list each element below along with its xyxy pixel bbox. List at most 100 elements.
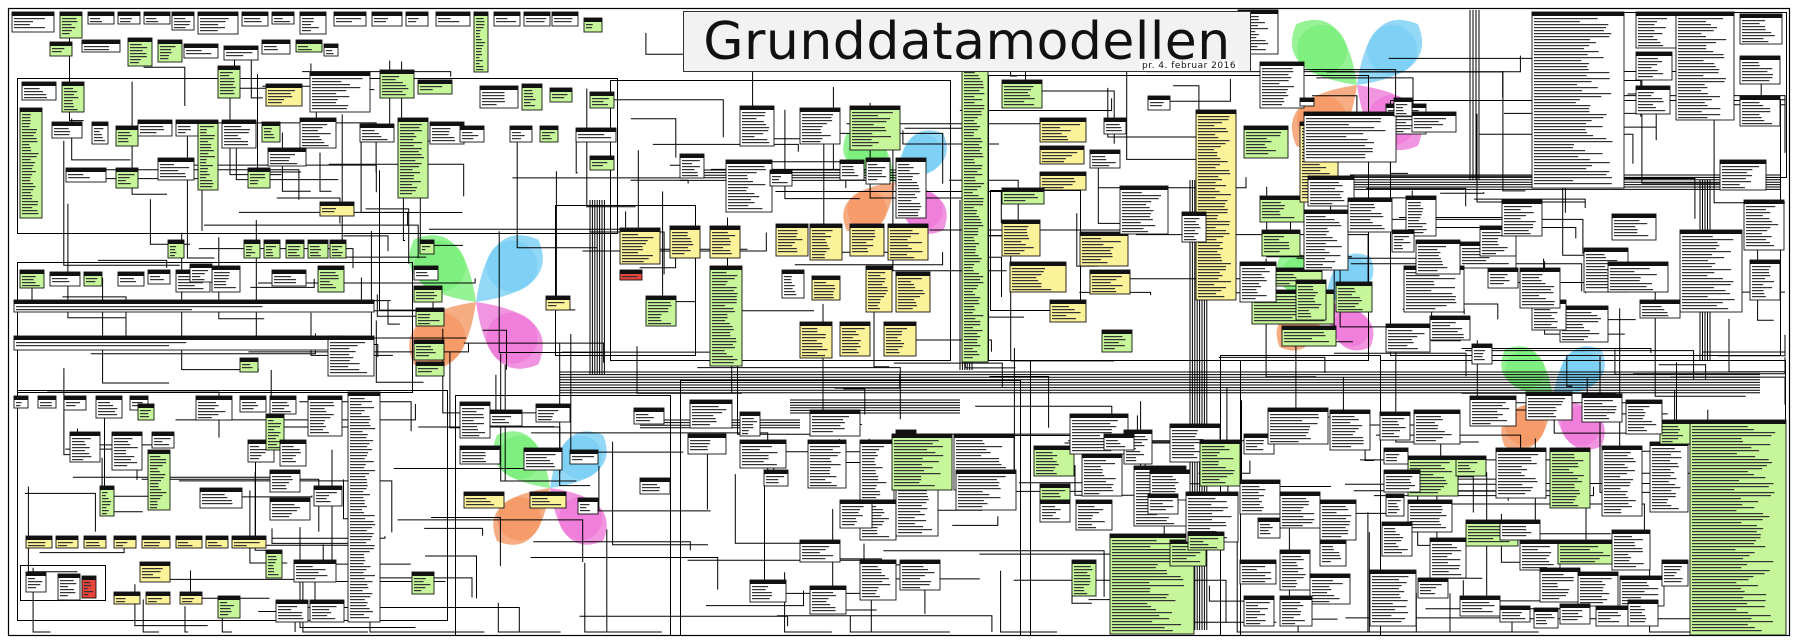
connector-line: [989, 376, 1050, 428]
connector-line: [1107, 87, 1224, 138]
entity-box: [269, 497, 311, 521]
connector-line: [343, 235, 389, 252]
entity-box: [1379, 411, 1411, 441]
entity-box: [1411, 111, 1457, 133]
entity-box: [1383, 447, 1409, 465]
entity-box: [1525, 391, 1573, 421]
entity-box: [619, 227, 661, 265]
entity-box: [419, 239, 435, 255]
entity-box: [1519, 267, 1561, 309]
connector-line: [143, 66, 186, 106]
entity-box: [1239, 261, 1277, 303]
entity-box: [137, 403, 155, 421]
entity-box: [1147, 95, 1171, 111]
connector-line: [884, 339, 992, 352]
entity-box: [1689, 419, 1787, 636]
entity-box: [269, 395, 297, 415]
connector-line: [1000, 570, 1057, 633]
connector-line: [1208, 585, 1259, 602]
entity-box: [1281, 325, 1337, 347]
connector-line: [598, 465, 711, 512]
entity-box: [195, 395, 233, 421]
entity-box: [25, 571, 47, 593]
entity-box: [1499, 519, 1541, 541]
connector-line: [375, 320, 424, 383]
entity-box: [19, 107, 43, 219]
entity-box: [1459, 595, 1501, 617]
connector-line: [777, 615, 993, 632]
entity-box: [139, 561, 171, 583]
entity-box: [223, 45, 259, 61]
connector-line: [319, 152, 332, 192]
entity-box: [313, 485, 343, 507]
entity-box: [1335, 281, 1373, 313]
entity-box: [669, 225, 701, 259]
connector-line: [630, 118, 677, 158]
entity-box: [1039, 171, 1087, 191]
entity-box: [1675, 11, 1735, 121]
connector-line: [843, 388, 866, 415]
entity-box: [1001, 219, 1041, 257]
entity-box: [151, 431, 175, 449]
entity-box: [545, 295, 571, 311]
entity-box: [809, 409, 861, 437]
connector-line: [952, 516, 999, 526]
entity-box: [413, 265, 439, 281]
connector-line: [184, 606, 189, 633]
entity-box: [231, 535, 267, 549]
entity-box: [127, 37, 153, 67]
connector-line: [141, 478, 320, 532]
entity-box: [1309, 573, 1351, 605]
connector-line: [1465, 350, 1695, 381]
connector-line: [1461, 348, 1652, 353]
connector-line: [69, 35, 84, 122]
entity-box: [57, 573, 81, 601]
entity-box: [1635, 85, 1671, 115]
entity-box: [265, 83, 303, 107]
connector-line: [530, 557, 719, 590]
entity-box: [21, 81, 57, 101]
connector-line: [706, 590, 804, 607]
entity-box: [895, 157, 927, 219]
entity-box: [1661, 559, 1689, 587]
entity-box: [1739, 13, 1783, 45]
connector-line: [606, 529, 662, 633]
connector-line: [31, 288, 80, 302]
entity-box: [179, 591, 203, 605]
entity-box: [749, 579, 787, 603]
connector-line: [555, 171, 576, 311]
connector-line: [1476, 113, 1586, 203]
entity-box: [575, 127, 617, 143]
entity-box: [523, 447, 563, 471]
entity-box: [1101, 329, 1133, 353]
connector-line: [1419, 227, 1577, 239]
entity-box: [317, 265, 345, 293]
entity-box: [81, 575, 97, 599]
connector-line: [1295, 338, 1363, 418]
connector-line: [134, 584, 208, 627]
connector-line: [1074, 465, 1155, 496]
entity-box: [1299, 97, 1315, 107]
entity-box: [849, 223, 885, 257]
entity-box: [1531, 11, 1625, 189]
entity-box: [113, 591, 141, 605]
connector-line: [1371, 218, 1584, 254]
entity-box: [799, 321, 833, 359]
entity-box: [679, 153, 705, 179]
connector-line: [630, 179, 689, 184]
entity-box: [59, 11, 83, 39]
entity-box: [769, 169, 793, 187]
connector-line: [397, 519, 584, 562]
group-boundary: [17, 390, 448, 621]
entity-box: [849, 105, 901, 151]
entity-box: [115, 125, 139, 147]
entity-box: [99, 485, 115, 517]
entity-box: [811, 275, 841, 301]
connector-line: [734, 474, 803, 544]
connector-line: [175, 403, 416, 421]
entity-box: [899, 559, 941, 591]
diagram-title: Grunddatamodellen: [703, 11, 1231, 72]
entity-box: [1303, 209, 1349, 271]
entity-box: [117, 11, 141, 25]
entity-box: [13, 299, 375, 313]
